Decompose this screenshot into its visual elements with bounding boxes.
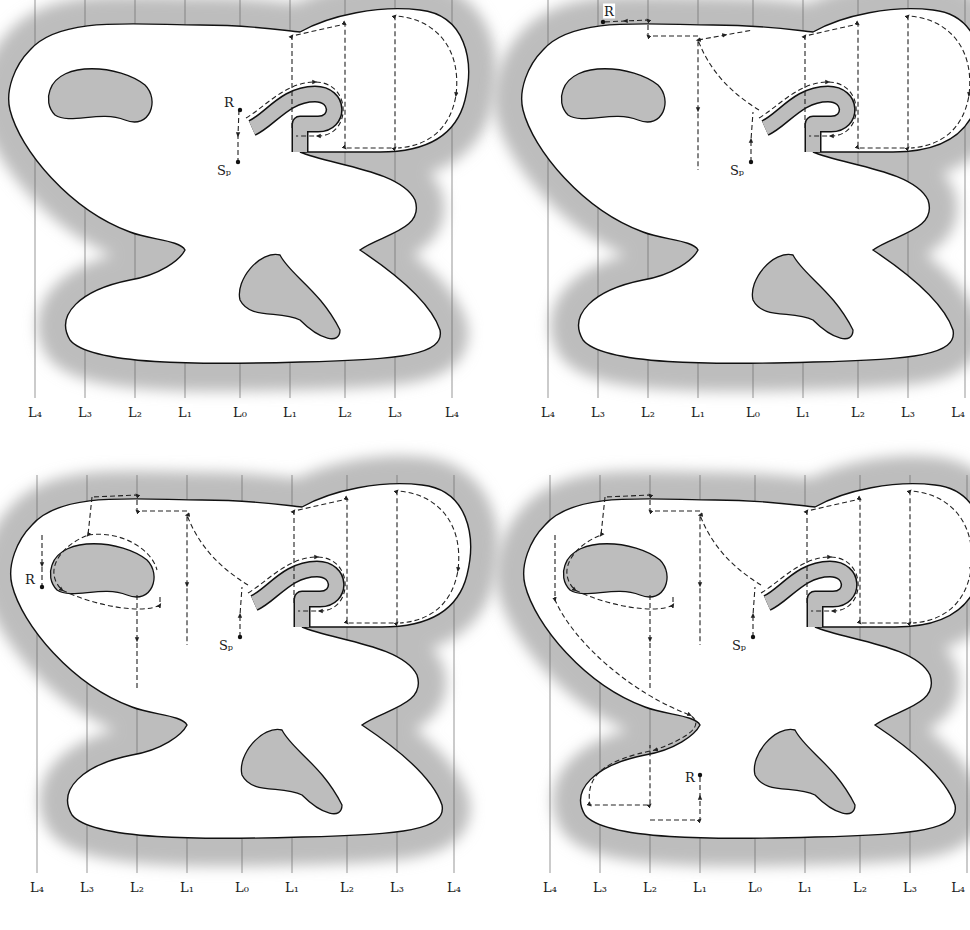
start-point-label: Sₚ <box>216 163 232 178</box>
sweep-line-label: L₂ <box>127 405 143 420</box>
sweep-line-label: L₄ <box>950 880 966 895</box>
robot-position-label: R <box>24 572 36 587</box>
sweep-line-label: L₁ <box>795 405 811 420</box>
robot-position-label: R <box>684 770 696 785</box>
start-point-label: Sₚ <box>218 638 234 653</box>
sweep-line-label: L₄ <box>446 880 462 895</box>
sweep-line-label: L₃ <box>387 405 403 420</box>
sweep-line-label: L₂ <box>852 880 868 895</box>
sweep-line-label: L₁ <box>284 880 300 895</box>
sweep-line-label: L₁ <box>177 405 193 420</box>
sweep-line-label: L₄ <box>542 880 558 895</box>
start-point-label: Sₚ <box>729 163 745 178</box>
sweep-line-label: L₁ <box>690 405 706 420</box>
sweep-line-label: L₂ <box>850 405 866 420</box>
sweep-line-label: L₃ <box>900 405 916 420</box>
sweep-line-label: L₀ <box>747 880 763 895</box>
sweep-line-label: L₃ <box>590 405 606 420</box>
sweep-line-label: L₃ <box>77 405 93 420</box>
sweep-line-label: L₄ <box>444 405 460 420</box>
sweep-line-label: L₃ <box>389 880 405 895</box>
sweep-line-label: L₄ <box>27 405 43 420</box>
sweep-line-label: L₂ <box>337 405 353 420</box>
sweep-line-label: L₁ <box>692 880 708 895</box>
sweep-line-label: L₃ <box>592 880 608 895</box>
sweep-line-label: L₁ <box>282 405 298 420</box>
start-point-label: Sₚ <box>731 638 747 653</box>
sweep-line-label: L₄ <box>540 405 556 420</box>
robot-position-label: R <box>223 95 235 110</box>
sweep-line-label: L₄ <box>29 880 45 895</box>
sweep-line-label: L₂ <box>129 880 145 895</box>
sweep-line-label: L₁ <box>797 880 813 895</box>
sweep-line-label: L₂ <box>642 880 658 895</box>
sweep-line-label: L₁ <box>179 880 195 895</box>
sweep-line-label: L₀ <box>745 405 761 420</box>
sweep-line-label: L₀ <box>232 405 248 420</box>
sweep-line-label: L₀ <box>234 880 250 895</box>
robot-position-label: R <box>603 4 615 19</box>
sweep-line-label: L₂ <box>339 880 355 895</box>
sweep-line-label: L₂ <box>640 405 656 420</box>
sweep-line-label: L₃ <box>79 880 95 895</box>
sweep-line-label: L₃ <box>902 880 918 895</box>
sweep-line-label: L₄ <box>950 405 966 420</box>
